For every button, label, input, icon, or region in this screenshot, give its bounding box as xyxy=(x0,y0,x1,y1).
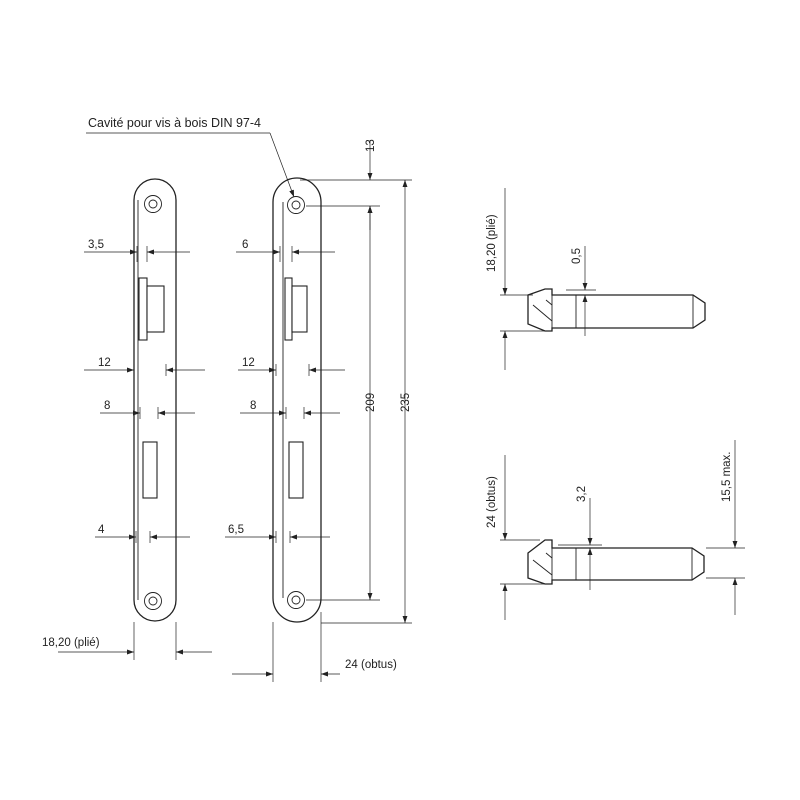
dim-12: 12 xyxy=(242,357,255,369)
section-view-folded: 18,20 (plié) 0,5 xyxy=(486,188,706,370)
screw-hole-bottom xyxy=(144,592,162,610)
strike-plate-right xyxy=(272,177,322,623)
left-plate-dimensions: 3,5 12 8 4 18,20 (plié) xyxy=(42,239,212,660)
bolt-opening xyxy=(288,441,304,499)
dim-12: 12 xyxy=(98,357,111,369)
latch-opening xyxy=(284,277,308,341)
dim-height-obtuse: 24 (obtus) xyxy=(486,476,498,528)
dim-height-folded: 18,20 (plié) xyxy=(486,214,498,272)
screw-hole-bottom xyxy=(287,591,305,609)
dim-6: 6 xyxy=(242,239,248,251)
plate-outline xyxy=(272,177,322,623)
dim-235: 235 xyxy=(400,393,412,412)
section-profile xyxy=(527,539,705,585)
callout-wood-screw: Cavité pour vis à bois DIN 97-4 xyxy=(86,116,295,198)
dim-209: 209 xyxy=(365,393,377,412)
dim-4: 4 xyxy=(98,524,105,536)
dim-15-5-max: 15,5 max. xyxy=(721,452,733,503)
dim-0-5: 0,5 xyxy=(571,248,583,264)
screw-hole-top xyxy=(287,196,305,214)
strike-plate-left xyxy=(133,178,177,622)
callout-text: Cavité pour vis à bois DIN 97-4 xyxy=(88,116,261,130)
section-view-obtuse: 24 (obtus) 3,2 15,5 max. xyxy=(486,440,745,620)
dim-8: 8 xyxy=(250,400,256,412)
screw-hole-top xyxy=(144,195,162,213)
section-profile xyxy=(527,288,706,332)
right-plate-dimensions: 6 12 8 6,5 13 209 235 xyxy=(225,139,412,682)
dim-6-5: 6,5 xyxy=(228,524,244,536)
dim-width-folded: 18,20 (plié) xyxy=(42,637,100,649)
dim-3-2: 3,2 xyxy=(576,486,588,502)
dim-width-obtuse: 24 (obtus) xyxy=(345,659,397,671)
plate-outline xyxy=(133,178,177,622)
dim-13: 13 xyxy=(365,139,377,152)
dim-8: 8 xyxy=(104,400,110,412)
latch-opening xyxy=(138,277,165,341)
dim-3-5: 3,5 xyxy=(88,239,104,251)
bolt-opening xyxy=(142,441,158,499)
